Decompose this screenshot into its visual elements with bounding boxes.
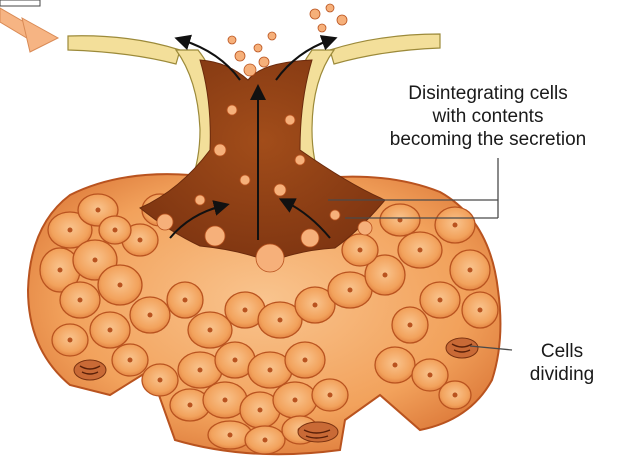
- cell-nucleus: [158, 378, 163, 383]
- pointer-arrow-icon: [0, 0, 58, 52]
- secretion-droplet: [268, 32, 276, 40]
- cell-nucleus: [453, 223, 458, 228]
- secretion-droplet: [256, 244, 284, 272]
- cell-nucleus: [383, 273, 388, 278]
- cell-nucleus: [138, 238, 143, 243]
- secretion-droplet: [205, 226, 225, 246]
- cell-nucleus: [278, 318, 283, 323]
- label-secretion-line-1: Disintegrating cells: [338, 82, 633, 105]
- cell-nucleus: [393, 363, 398, 368]
- cell-nucleus: [438, 298, 443, 303]
- secretion-droplet: [195, 195, 205, 205]
- secretion-droplet: [157, 214, 173, 230]
- cell-nucleus: [58, 268, 63, 273]
- cell-nucleus: [208, 328, 213, 333]
- cell-nucleus: [118, 283, 123, 288]
- cell-nucleus: [468, 268, 473, 273]
- cell-nucleus: [428, 373, 433, 378]
- cell-nucleus: [93, 258, 98, 263]
- cell-nucleus: [108, 328, 113, 333]
- label-dividing-line-2: dividing: [502, 363, 622, 386]
- cell-nucleus: [408, 323, 413, 328]
- secretion-droplet: [228, 36, 236, 44]
- label-secretion-line-2: with contents: [338, 105, 633, 128]
- secretion-droplet: [295, 155, 305, 165]
- cell-nucleus: [243, 308, 248, 313]
- label-disintegrating-cells: Disintegrating cells with contents becom…: [338, 82, 633, 151]
- cell-nucleus: [263, 438, 268, 443]
- secretion-droplet: [358, 221, 372, 235]
- cell-nucleus: [233, 358, 238, 363]
- secretion-droplet: [285, 115, 295, 125]
- dividing-cells-bottom: [298, 422, 338, 442]
- secretion-droplet: [318, 24, 326, 32]
- label-dividing-line-1: Cells: [502, 340, 622, 363]
- cell-nucleus: [148, 313, 153, 318]
- secretion-droplet: [310, 9, 320, 19]
- cell-nucleus: [188, 403, 193, 408]
- secretion-droplet: [330, 210, 340, 220]
- secretion-droplet: [254, 44, 262, 52]
- cell-nucleus: [96, 208, 101, 213]
- label-secretion-line-3: becoming the secretion: [338, 128, 633, 151]
- secretion-droplet: [235, 51, 245, 61]
- dividing-cells-left: [74, 360, 106, 380]
- secretion-droplet: [274, 184, 286, 196]
- cell-nucleus: [313, 303, 318, 308]
- secretion-droplet: [227, 105, 237, 115]
- cell-nucleus: [268, 368, 273, 373]
- secretion-droplet: [214, 144, 226, 156]
- cell-nucleus: [183, 298, 188, 303]
- cell-nucleus: [358, 248, 363, 253]
- cell-nucleus: [68, 338, 73, 343]
- cell-nucleus: [418, 248, 423, 253]
- cell-nucleus: [348, 288, 353, 293]
- cell-nucleus: [78, 298, 83, 303]
- cell-nucleus: [258, 408, 263, 413]
- dividing-cells-right: [446, 338, 478, 358]
- label-cells-dividing: Cells dividing: [502, 340, 622, 386]
- cell-nucleus: [68, 228, 73, 233]
- secretion-droplet: [301, 229, 319, 247]
- cell-nucleus: [293, 398, 298, 403]
- secretion-droplet: [244, 64, 256, 76]
- secretion-droplet: [337, 15, 347, 25]
- cell-nucleus: [128, 358, 133, 363]
- secretion-droplet: [240, 175, 250, 185]
- cell-nucleus: [328, 393, 333, 398]
- cell-nucleus: [223, 398, 228, 403]
- cell-nucleus: [453, 393, 458, 398]
- cell-nucleus: [303, 358, 308, 363]
- secretion-droplet: [326, 4, 334, 12]
- cell-nucleus: [478, 308, 483, 313]
- cell-nucleus: [198, 368, 203, 373]
- cell-nucleus: [113, 228, 118, 233]
- cell-nucleus: [228, 433, 233, 438]
- secretion-droplet: [259, 57, 269, 67]
